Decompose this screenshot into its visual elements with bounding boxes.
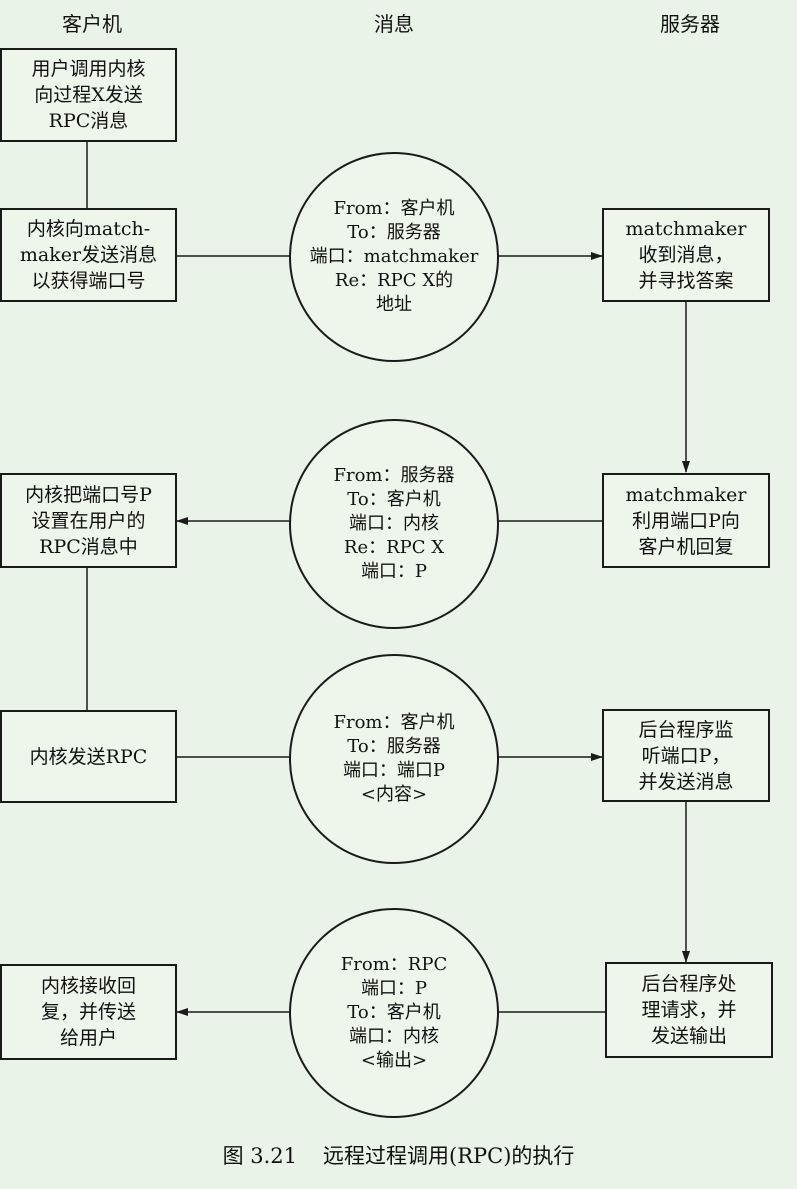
node-text-line: 并寻找答案 xyxy=(638,270,734,292)
node-text-line: RPC消息中 xyxy=(39,535,138,558)
node-text-line: To：客户机 xyxy=(347,1002,441,1023)
server-box-1: matchmaker 收到消息， 并寻找答案 xyxy=(602,208,770,302)
node-text-line: 端口：matchmaker xyxy=(309,246,479,267)
message-circle-3: From：客户机 To：服务器端口：端口P <内容> xyxy=(289,654,499,864)
figure-number: 图 3.21 xyxy=(222,1144,298,1168)
node-text-line: From：客户机 xyxy=(333,712,455,733)
client-box-3: 内核把端口号P 设置在用户的 RPC消息中 xyxy=(0,473,177,568)
server-box-4: 后台程序处理请求，并发送输出 xyxy=(605,962,773,1058)
node-text-line: 复，并传送 xyxy=(40,1001,136,1023)
server-box-3: 后台程序监听端口P， 并发送消息 xyxy=(602,709,770,802)
node-text-line: 给用户 xyxy=(59,1027,117,1049)
node-text-line: matchmaker xyxy=(625,483,747,506)
node-text-line: 端口：端口P xyxy=(342,760,446,781)
node-text-line: 后台程序监 xyxy=(638,718,734,741)
node-text-line: Re：RPC X xyxy=(343,537,445,558)
figure-caption: 图 3.21 远程过程调用(RPC)的执行 xyxy=(0,1140,797,1170)
message-circle-4: From：RPC 端口：P To：客户机端口：内核 <输出> xyxy=(289,908,499,1118)
node-text-line: <内容> xyxy=(360,784,428,805)
node-text-line: 客户机回复 xyxy=(638,535,734,558)
message-circle-2: From：服务器 To：客户机端口：内核 Re：RPC X 端口：P xyxy=(289,419,499,629)
column-header-message: 消息 xyxy=(374,12,414,36)
node-text-line: 向过程X发送 xyxy=(34,84,143,106)
client-box-4: 内核发送RPC xyxy=(0,710,177,803)
node-text-line: 内核发送RPC xyxy=(29,745,148,768)
node-text-line: RPC消息 xyxy=(48,110,129,132)
node-text-line: To：服务器 xyxy=(347,222,441,243)
node-text-line: 后台程序处 xyxy=(641,973,737,995)
node-text-line: From：RPC xyxy=(340,954,448,975)
node-text-line: 发送输出 xyxy=(650,1025,727,1047)
node-text-line: 收到消息， xyxy=(638,244,734,266)
node-text-line: 听端口P， xyxy=(641,744,731,767)
node-text-line: maker发送消息 xyxy=(19,244,158,266)
node-text-line: 端口：内核 xyxy=(349,513,439,534)
node-text-line: 地址 xyxy=(376,294,412,315)
node-text-line: 并发送消息 xyxy=(638,770,734,793)
node-text-line: From：客户机 xyxy=(333,198,455,219)
node-text-line: 以获得端口号 xyxy=(31,270,146,292)
client-box-1: 用户调用内核向过程X发送 RPC消息 xyxy=(0,48,177,142)
node-text-line: 内核接收回 xyxy=(40,975,136,997)
node-text-line: <输出> xyxy=(360,1050,428,1071)
node-text-line: 内核把端口号P xyxy=(25,483,152,506)
figure-title: 远程过程调用(RPC)的执行 xyxy=(323,1144,575,1168)
node-text-line: 端口：内核 xyxy=(349,1026,439,1047)
column-header-client: 客户机 xyxy=(62,12,122,36)
node-text-line: 内核向match- xyxy=(26,218,151,240)
node-text-line: 端口：P xyxy=(360,978,428,999)
client-box-2: 内核向match-maker发送消息以获得端口号 xyxy=(0,208,177,302)
node-text-line: 利用端口P向 xyxy=(632,509,740,532)
server-box-2: matchmaker 利用端口P向客户机回复 xyxy=(602,473,770,568)
node-text-line: To：客户机 xyxy=(347,489,441,510)
column-header-server: 服务器 xyxy=(660,12,720,36)
node-text-line: 理请求，并 xyxy=(641,999,737,1021)
node-text-line: matchmaker xyxy=(625,218,747,240)
client-box-5: 内核接收回复，并传送给用户 xyxy=(0,964,177,1060)
node-text-line: Re：RPC X的 xyxy=(334,270,454,291)
node-text-line: From：服务器 xyxy=(333,465,455,486)
node-text-line: 端口：P xyxy=(360,561,428,582)
node-text-line: 设置在用户的 xyxy=(31,509,146,532)
node-text-line: 用户调用内核 xyxy=(31,58,146,80)
node-text-line: To：服务器 xyxy=(347,736,441,757)
